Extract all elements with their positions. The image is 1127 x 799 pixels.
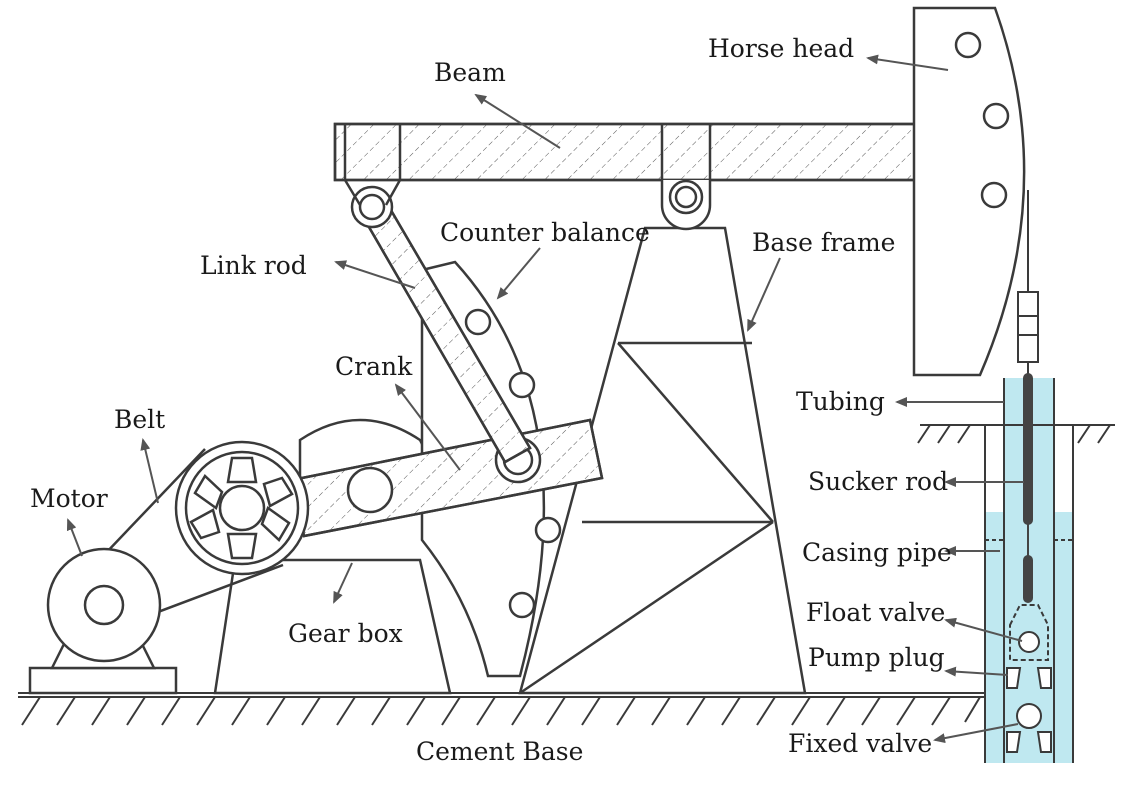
bridle [1017,190,1039,378]
base-frame [518,226,807,695]
beam [333,122,917,231]
well [917,373,1115,763]
label-float-valve: Float valve [806,598,946,627]
label-belt: Belt [114,405,166,434]
label-base-frame: Base frame [752,228,896,257]
label-counter-balance: Counter balance [440,218,650,247]
pump-plug-right [1036,667,1052,689]
fixed-valve-ball [1016,703,1042,729]
label-link-rod: Link rod [200,251,307,280]
label-pump-plug: Pump plug [808,643,945,672]
label-tubing: Tubing [796,387,885,416]
belt-drive [28,440,310,695]
motor [28,547,178,695]
gear-pulley [174,440,310,576]
float-valve-ball [1018,631,1040,653]
label-casing-pipe: Casing pipe [802,538,952,567]
label-sucker-rod: Sucker rod [808,467,949,496]
label-crank: Crank [335,352,413,381]
label-gear-box: Gear box [288,619,403,648]
horse-head [912,6,1026,377]
callout-arrows [66,54,1024,744]
label-motor: Motor [30,484,108,513]
pump-plug-left [1006,667,1022,689]
link-rod [350,185,532,464]
label-fixed-valve: Fixed valve [788,729,933,758]
label-beam: Beam [434,58,506,87]
label-horse-head: Horse head [708,34,855,63]
cement-base [18,692,985,726]
label-cement-base: Cement Base [416,737,584,766]
